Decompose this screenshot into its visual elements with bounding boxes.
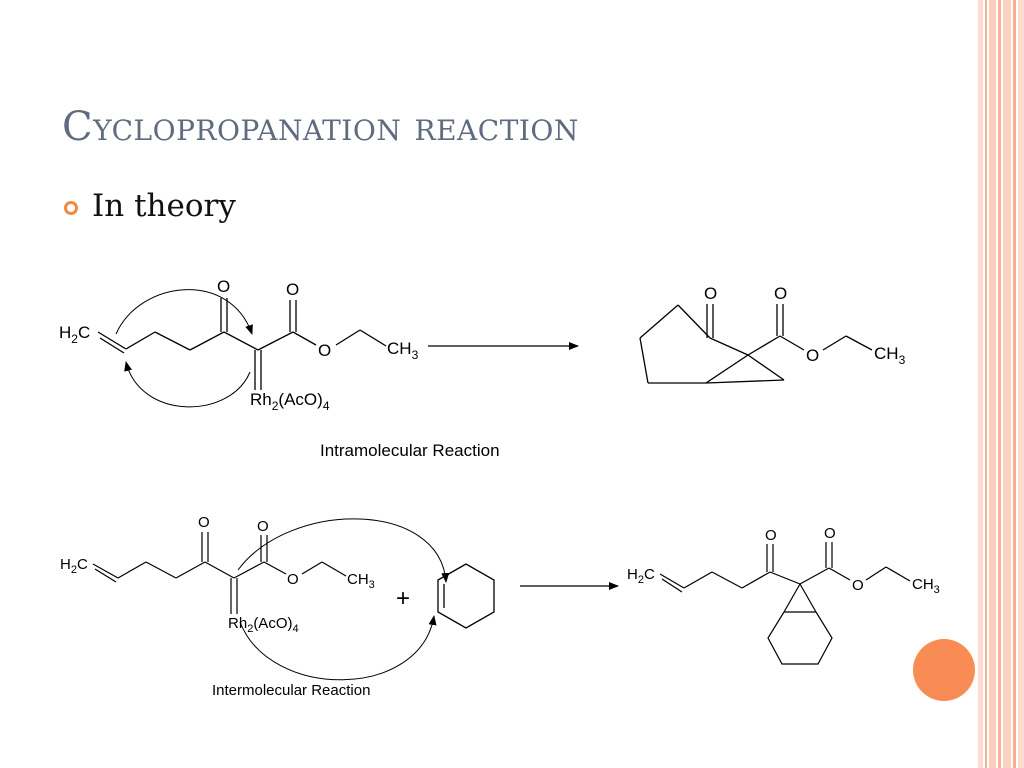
svg-text:Rh2(AcO)4: Rh2(AcO)4 [250, 390, 330, 413]
svg-text:O: O [257, 518, 269, 535]
svg-text:Rh2(AcO)4: Rh2(AcO)4 [228, 615, 299, 635]
product-intramolecular-labels: O O O CH3 [704, 284, 906, 367]
bullet-item: In theory [64, 188, 236, 224]
curved-arrows-intramolecular [115, 289, 253, 408]
svg-text:CH3: CH3 [387, 339, 419, 362]
svg-text:O: O [217, 277, 230, 296]
plus-sign: + [396, 585, 410, 612]
svg-text:O: O [704, 284, 717, 303]
svg-text:CH3: CH3 [874, 344, 906, 367]
reactant-intramolecular [97, 298, 387, 390]
svg-text:H2C: H2C [627, 566, 655, 586]
svg-text:O: O [806, 346, 819, 365]
svg-text:O: O [765, 527, 777, 544]
bullet-text: In theory [92, 188, 236, 224]
svg-text:O: O [824, 525, 836, 542]
curved-arrows-intermolecular [237, 518, 450, 681]
decorative-stripes [978, 0, 1024, 768]
reaction-scheme: H2C O O O CH3 Rh2(AcO)4 O O O CH3 Intram… [59, 277, 940, 699]
caption-intramolecular: Intramolecular Reaction [320, 441, 500, 460]
svg-text:O: O [318, 341, 331, 360]
svg-text:CH3: CH3 [347, 571, 375, 591]
product-intramolecular [639, 304, 873, 384]
cyclohexene [437, 563, 495, 629]
reactant-intermolecular [92, 532, 347, 614]
svg-text:O: O [198, 514, 210, 531]
svg-text:H2C: H2C [60, 556, 88, 576]
bullet-ring-icon [64, 201, 78, 215]
caption-intermolecular: Intermolecular Reaction [212, 682, 370, 699]
svg-text:CH3: CH3 [912, 576, 940, 596]
reactant-intramolecular-labels: H2C O O O CH3 Rh2(AcO)4 [59, 277, 419, 413]
svg-text:O: O [774, 284, 787, 303]
product-intermolecular [659, 542, 911, 665]
svg-text:O: O [852, 577, 864, 594]
slide-title: Cyclopropanation reaction [62, 104, 579, 150]
svg-text:O: O [286, 280, 299, 299]
svg-text:O: O [287, 571, 299, 588]
decorative-circle [913, 639, 975, 701]
svg-text:H2C: H2C [59, 323, 90, 346]
reactant-intermolecular-labels: H2C O O O CH3 Rh2(AcO)4 [60, 514, 375, 635]
product-intermolecular-labels: H2C O O O CH3 [627, 525, 940, 596]
